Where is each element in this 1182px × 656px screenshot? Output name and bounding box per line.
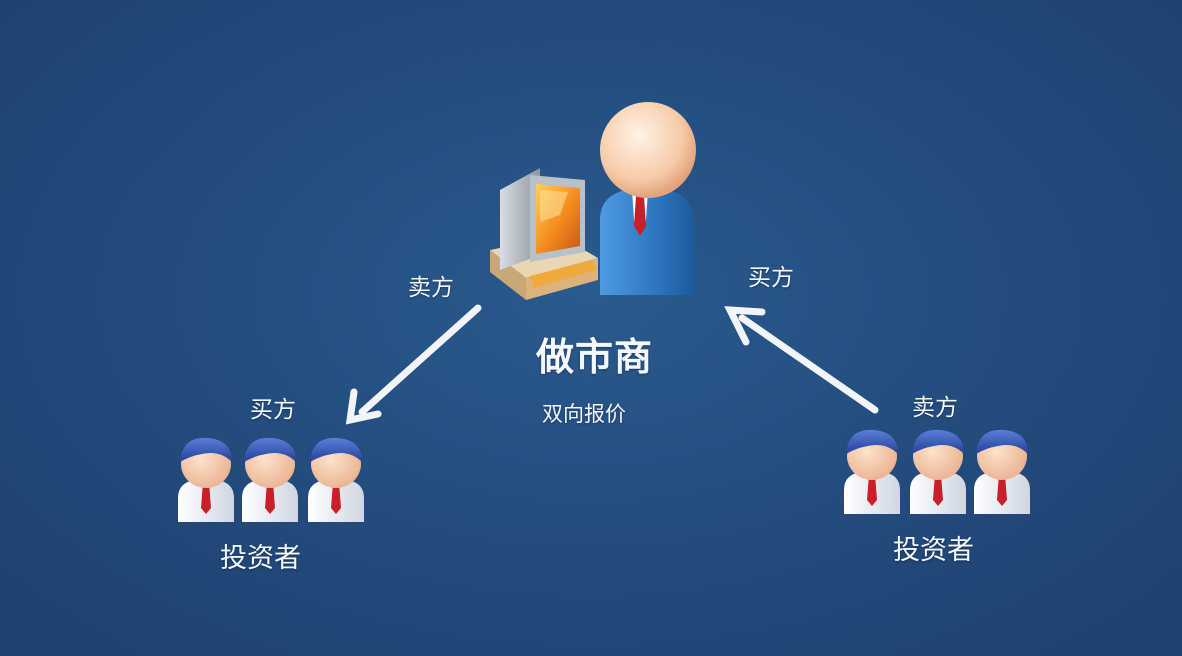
investor-icon	[308, 437, 364, 522]
left-arrow	[345, 304, 482, 425]
left-arrow-label: 卖方	[408, 275, 454, 301]
right-arrow-label: 买方	[748, 265, 794, 291]
right-group-role: 卖方	[912, 395, 958, 421]
investor-icon	[242, 437, 298, 522]
investor-icon	[910, 429, 966, 514]
left-investor-group-icon	[178, 437, 364, 522]
right-group-name: 投资者	[893, 535, 974, 566]
center-title: 做市商	[536, 334, 654, 379]
left-group-role: 买方	[250, 397, 296, 423]
computer-icon	[490, 168, 598, 300]
right-arrow	[724, 306, 879, 414]
investor-icon	[178, 437, 234, 522]
right-investor-group-icon	[844, 429, 1030, 514]
investor-icon	[844, 429, 900, 514]
center-subtitle: 双向报价	[542, 402, 626, 426]
left-group-name: 投资者	[220, 543, 301, 574]
market-maker-person-icon	[600, 102, 696, 295]
investor-icon	[974, 429, 1030, 514]
